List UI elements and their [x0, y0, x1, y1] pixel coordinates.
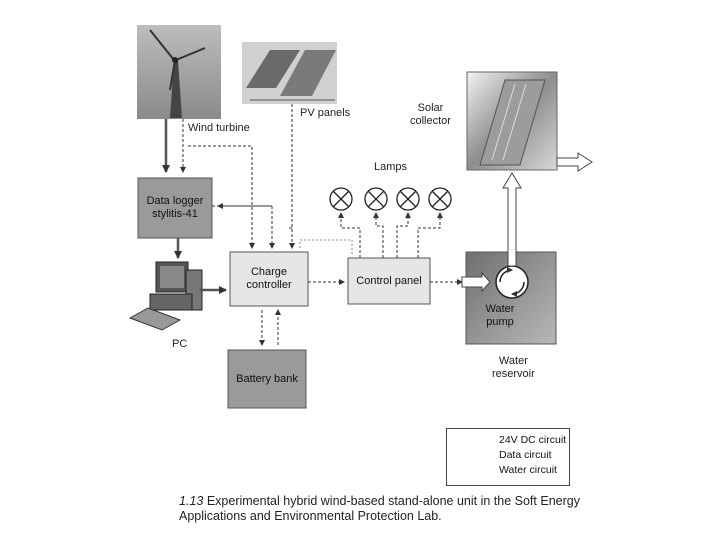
dc-circuit-lines: [180, 104, 463, 346]
data-logger-label: Data logger stylitis-41: [146, 195, 204, 220]
water-pump-symbol: [495, 265, 529, 299]
lamp-icon: [396, 187, 420, 211]
water-pump-label: Water pump: [485, 303, 515, 328]
data-logger-box: [137, 177, 213, 239]
solar-collector-label: Solar collector: [410, 102, 451, 127]
legend-data-circuit: Data circuit: [499, 449, 552, 461]
wind-turbine-photo: [137, 25, 221, 119]
figure-caption-text: Experimental hybrid wind-based stand-alo…: [179, 494, 580, 523]
pc-label: PC: [172, 338, 188, 350]
legend: 24V DC circuit Data circuit Water circui…: [446, 428, 570, 486]
lamps-group: [329, 187, 452, 211]
water-circuit-lines: [461, 152, 593, 293]
figure-number: 1.13: [179, 494, 204, 508]
control-panel-label: Control panel: [356, 275, 422, 287]
figure-caption: 1.13 Experimental hybrid wind-based stan…: [179, 494, 599, 524]
battery-bank-box: [227, 349, 307, 409]
water-reservoir-label: Water reservoir: [492, 355, 535, 380]
pv-panels-photo: [242, 42, 337, 104]
data-circuit-lines: [162, 119, 227, 294]
lamps-label: Lamps: [374, 161, 408, 173]
control-panel-box: [347, 257, 431, 305]
legend-water-circuit: Water circuit: [499, 464, 557, 476]
lamp-icon: [364, 187, 388, 211]
pv-panels-label: PV panels: [300, 107, 351, 119]
charge-controller-label: Charge controller: [246, 266, 292, 291]
solar-collector-photo: [466, 71, 558, 171]
lamp-icon: [329, 187, 353, 211]
charge-controller-box: [229, 251, 309, 307]
wind-turbine-label: Wind turbine: [188, 122, 250, 134]
battery-bank-label: Battery bank: [236, 373, 298, 385]
pc-icon: [128, 261, 203, 331]
lamp-icon: [428, 187, 452, 211]
legend-dc-circuit: 24V DC circuit: [499, 434, 567, 446]
